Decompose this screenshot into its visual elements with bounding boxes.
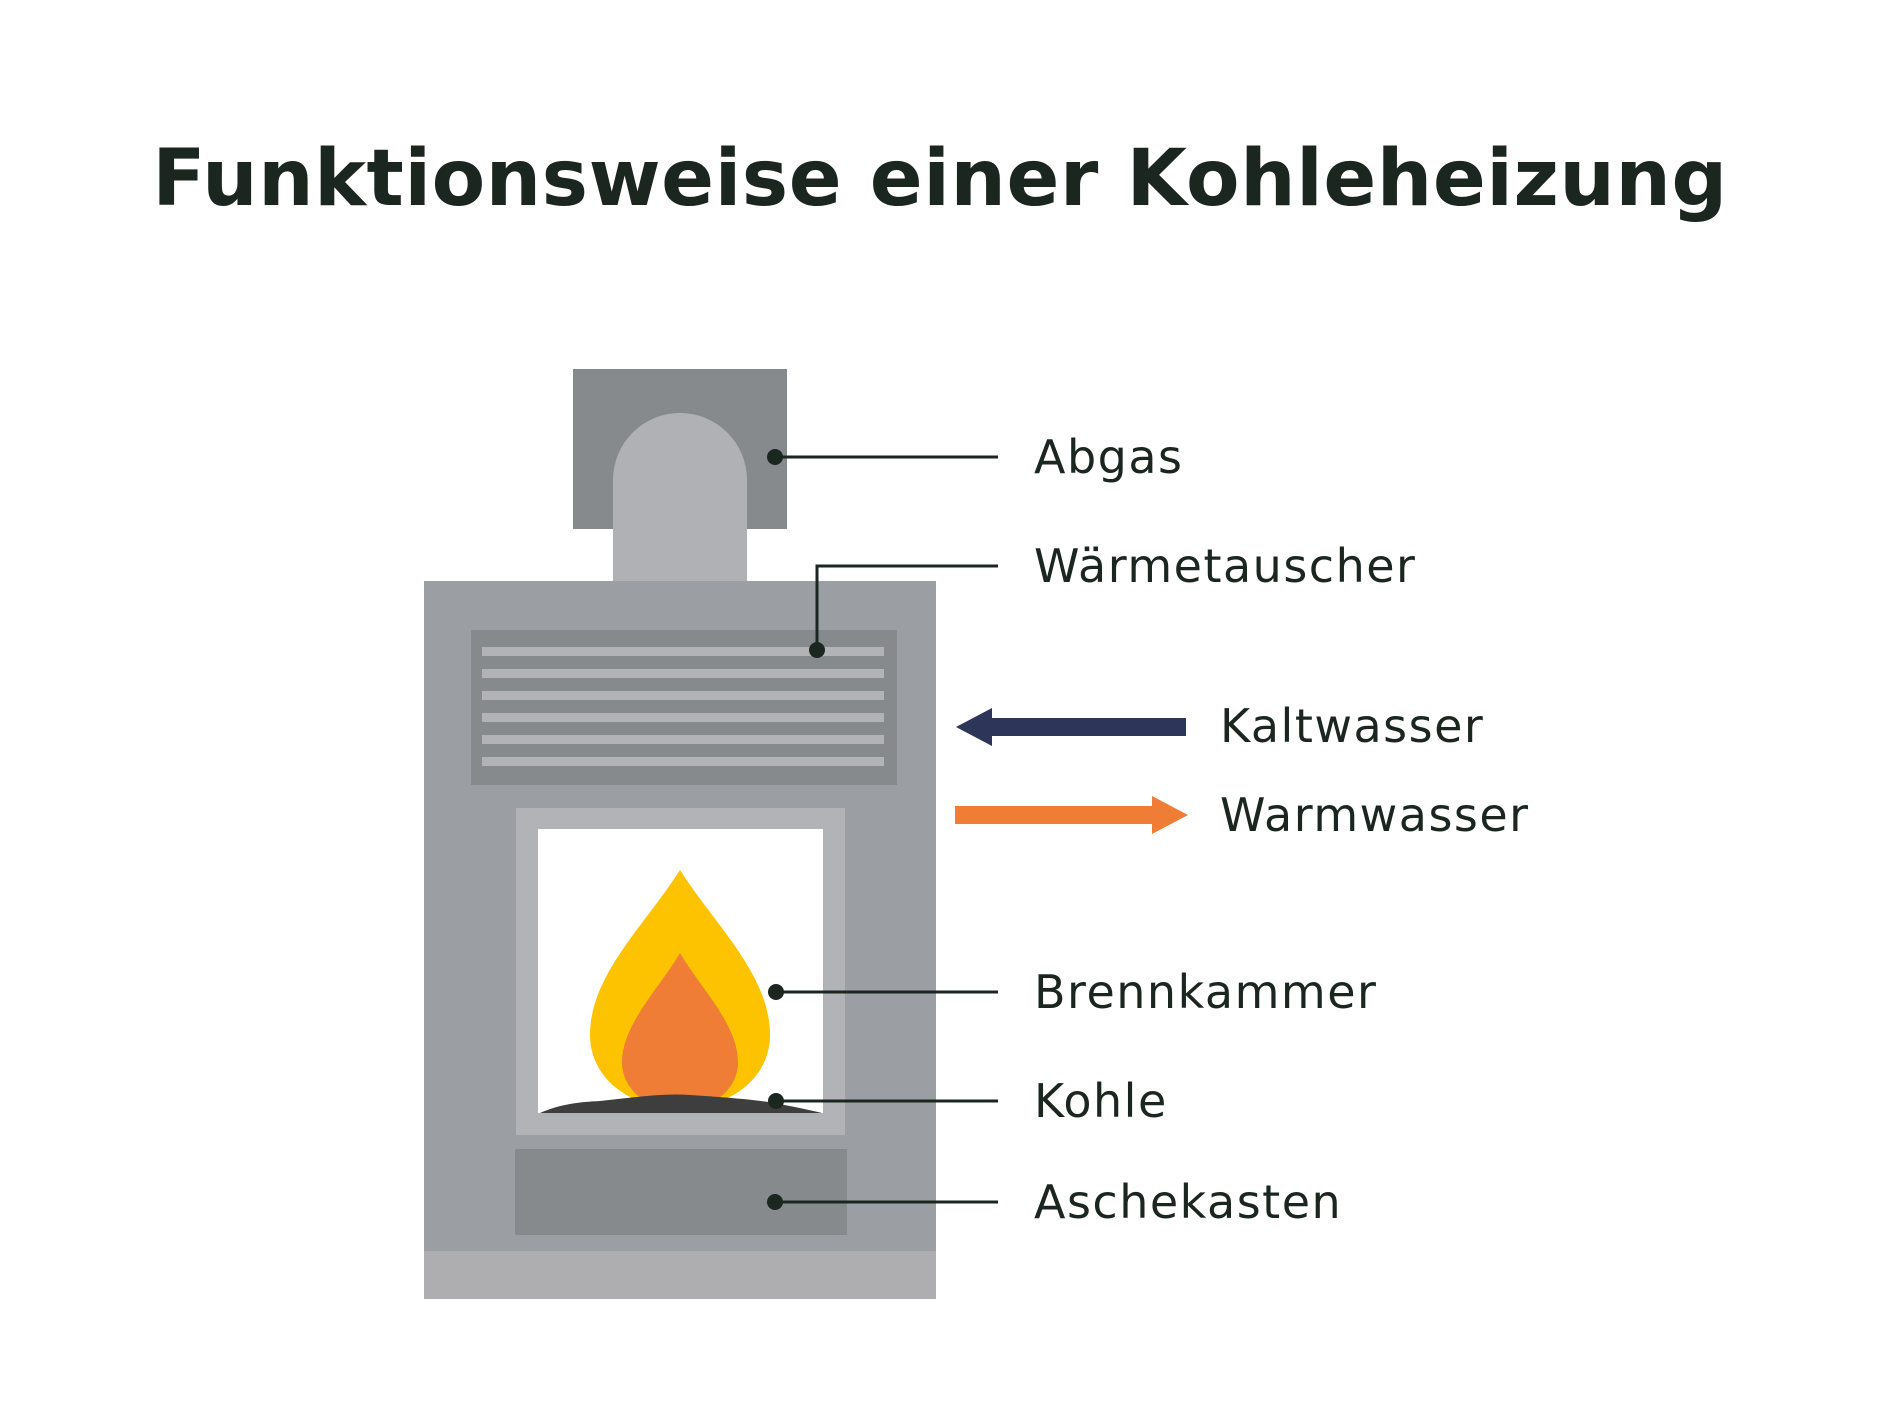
boiler-base [424, 1251, 936, 1299]
exhaust-chimney [573, 369, 787, 582]
heat-exchanger-fin [482, 735, 884, 744]
leader-aschekasten [767, 1194, 998, 1210]
cold-water-arrow-icon [956, 708, 1186, 746]
leader-brennkammer [768, 984, 998, 1000]
heat-exchanger-fin [482, 669, 884, 678]
diagram-title: Funktionsweise einer Kohleheizung [152, 134, 1728, 224]
label-brennkammer: Brennkammer [1034, 965, 1377, 1019]
ash-box [515, 1149, 847, 1235]
label-kaltwasser: Kaltwasser [1220, 699, 1484, 753]
combustion-chamber [516, 808, 845, 1135]
label-warmwasser: Warmwasser [1220, 788, 1530, 842]
leader-abgas [767, 449, 998, 465]
heat-exchanger [471, 630, 897, 785]
leader-kohle [768, 1093, 998, 1109]
flame-inner-icon [622, 953, 738, 1110]
heat-exchanger-fin [482, 713, 884, 722]
heat-exchanger-fin [482, 647, 884, 656]
heat-exchanger-fin [482, 757, 884, 766]
coal-pile [540, 1094, 822, 1113]
chimney-pipe [613, 413, 747, 582]
label-aschekasten: Aschekasten [1034, 1175, 1342, 1229]
warm-water-arrow-icon [955, 796, 1188, 834]
label-kohle: Kohle [1034, 1074, 1168, 1128]
label-waermetauscher: Wärmetauscher [1034, 539, 1416, 593]
heat-exchanger-fin [482, 691, 884, 700]
leader-waermetauscher [809, 564, 998, 658]
label-abgas: Abgas [1034, 430, 1184, 484]
